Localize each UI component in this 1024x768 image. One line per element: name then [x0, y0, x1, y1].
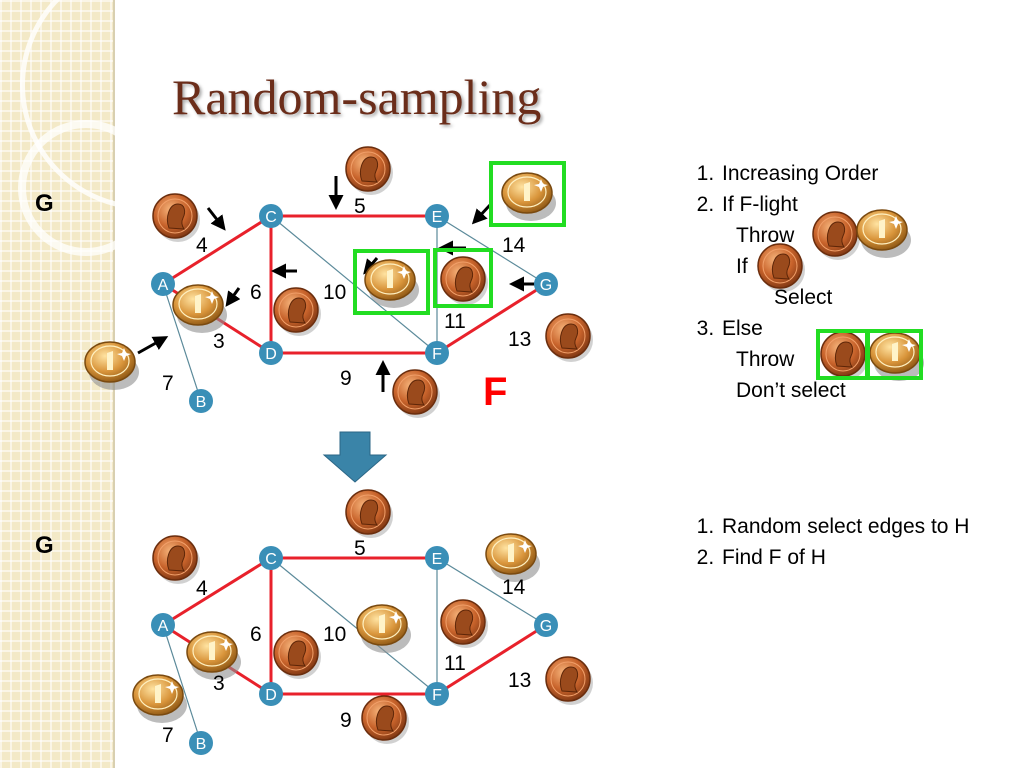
edge-weight-label: 14: [502, 234, 526, 257]
edge-weight-label: 11: [444, 310, 466, 333]
svg-text:C: C: [265, 209, 277, 226]
step-text: If F-light: [722, 193, 798, 216]
svg-text:E: E: [432, 209, 443, 226]
forest-label: F: [483, 370, 508, 414]
edge-weight-label: 14: [502, 576, 526, 599]
bottom-graph: A B C D E F G: [132, 489, 594, 755]
arrow-icon: [225, 287, 241, 307]
step-subtext: Throw: [736, 224, 795, 247]
svg-text:B: B: [196, 736, 207, 753]
edge-weight-label: 9: [340, 709, 352, 732]
edge-weight-label: 13: [508, 669, 532, 692]
step-text: Else: [722, 317, 763, 340]
coin-tails-icon: [172, 284, 228, 334]
selected-highlight: [353, 249, 430, 315]
edge-weight-label: 10: [323, 281, 347, 304]
edge-a-b: [162, 283, 202, 402]
penny-heads-icon: [545, 313, 594, 363]
selected-highlight: [433, 248, 493, 308]
edge-weight-label: 5: [354, 537, 366, 560]
edge-weight-label: 7: [162, 724, 174, 747]
edge-weight-label: 4: [196, 577, 208, 600]
edge-weight-label: 11: [444, 652, 466, 675]
edge-a-c: [162, 214, 272, 286]
algorithm-step: Increasing Order: [720, 158, 878, 189]
svg-text:D: D: [265, 346, 277, 363]
svg-text:G: G: [540, 618, 552, 635]
svg-text:A: A: [158, 277, 169, 294]
arrow-icon: [206, 207, 226, 231]
edge-weight-label: 9: [340, 367, 352, 390]
step-text: Increasing Order: [722, 162, 879, 185]
edge-weight-label: 5: [354, 195, 366, 218]
penny-heads-icon: [345, 146, 394, 196]
arrow-icon: [363, 257, 379, 275]
edge-f-g: [436, 282, 547, 355]
svg-text:A: A: [158, 618, 169, 635]
node-c: C: [259, 204, 283, 228]
algorithm-step: Else Throw Don’t select: [720, 313, 878, 406]
selected-highlight: [489, 161, 566, 227]
slide-title: Random-sampling: [172, 69, 542, 125]
sampling-step: Find F of H: [720, 542, 969, 573]
step-subtext: Select: [774, 286, 833, 309]
coin-tails-icon: [501, 172, 557, 222]
penny-heads-icon: [273, 287, 322, 337]
node-e: E: [425, 204, 449, 228]
svg-text:C: C: [265, 551, 277, 568]
node-f: F: [425, 341, 449, 365]
arrow-icon: [471, 203, 492, 225]
edge-weight-label: 6: [250, 281, 262, 304]
svg-text:D: D: [265, 687, 277, 704]
svg-text:F: F: [432, 687, 442, 704]
arrow-icon: [137, 336, 169, 355]
sampling-steps-list: Random select edges to H Find F of H: [684, 511, 969, 573]
step-subtext: Throw: [736, 348, 795, 371]
coin-tails-icon: [84, 341, 140, 391]
step-subtext: If: [736, 255, 748, 278]
edge-weight-label: 10: [323, 623, 347, 646]
node-a: A: [151, 272, 175, 296]
svg-text:F: F: [432, 346, 442, 363]
decor-ring-small: [18, 120, 154, 256]
edge-weight-label: 3: [213, 330, 225, 353]
top-graph: A B C D E F G: [84, 146, 925, 419]
penny-heads-icon: [152, 193, 201, 243]
edge-weight-label: 4: [196, 234, 208, 257]
step-subtext: Don’t select: [736, 379, 846, 402]
graph-label-top: G: [35, 190, 54, 217]
edge-weight-label: 7: [162, 372, 174, 395]
selected-highlight: [866, 329, 923, 380]
node-g: G: [534, 272, 558, 296]
edge-weight-label: 3: [213, 672, 225, 695]
sampling-step: Random select edges to H: [720, 511, 969, 542]
svg-text:E: E: [432, 551, 443, 568]
penny-heads-icon: [440, 256, 489, 306]
node-b: B: [189, 389, 213, 413]
edge-weight-label: 13: [508, 328, 532, 351]
edge-weight-label: 6: [250, 623, 262, 646]
down-arrow-icon: [322, 431, 388, 483]
node-d: D: [259, 341, 283, 365]
algorithm-step: If F-light Throw If Select: [720, 189, 878, 313]
svg-text:B: B: [196, 394, 207, 411]
algorithm-steps-list: Increasing Order If F-light Throw If Sel…: [684, 158, 878, 406]
graph-label-bottom: G: [35, 532, 54, 559]
penny-heads-icon: [392, 369, 441, 419]
svg-text:G: G: [540, 277, 552, 294]
